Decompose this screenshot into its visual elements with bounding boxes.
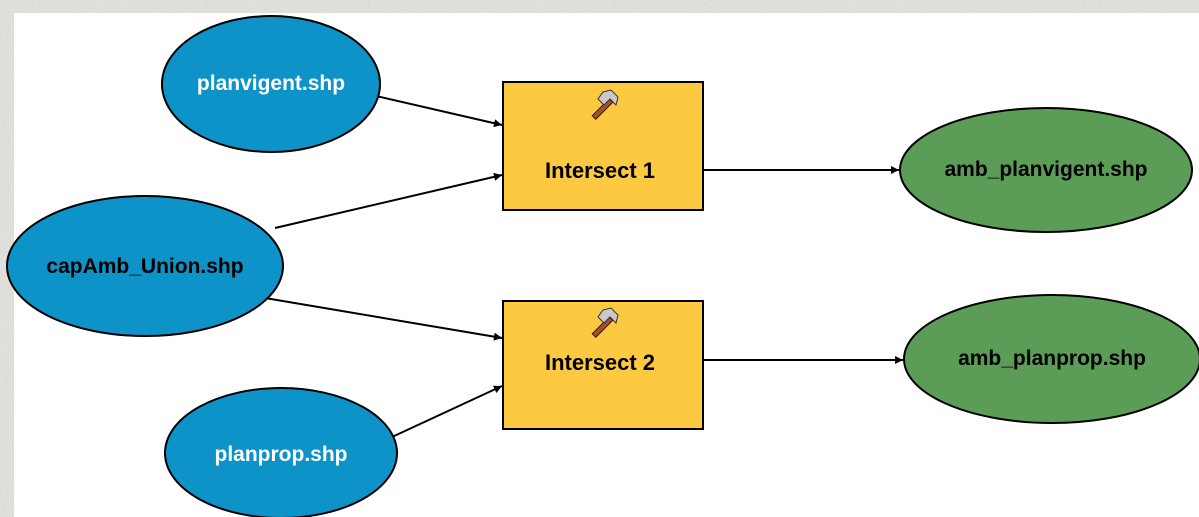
tool-label: Intersect 2 [545, 350, 655, 375]
output-node-amb-planprop[interactable]: amb_planprop.shp [903, 294, 1199, 424]
tool-node-intersect-2[interactable]: Intersect 2 [502, 300, 704, 430]
output-label: amb_planvigent.shp [944, 158, 1147, 181]
hammer-icon [591, 307, 619, 338]
input-node-capamb-union[interactable]: capAmb_Union.shp [6, 195, 284, 337]
hammer-icon [591, 89, 619, 120]
input-label: capAmb_Union.shp [46, 255, 243, 278]
input-oval [164, 387, 398, 517]
input-label: planvigent.shp [197, 72, 345, 95]
output-oval [899, 107, 1193, 233]
tool-label: Intersect 1 [545, 158, 655, 183]
input-node-planprop[interactable]: planprop.shp [164, 387, 398, 517]
connector-capamb-to-intersect2 [264, 297, 503, 341]
input-oval [161, 15, 381, 153]
input-label: planprop.shp [215, 443, 348, 466]
input-node-planvigent[interactable]: planvigent.shp [161, 15, 381, 153]
connector-planprop-to-intersect2 [391, 385, 503, 438]
output-node-amb-planvigent[interactable]: amb_planvigent.shp [899, 107, 1193, 233]
tool-node-intersect-1[interactable]: Intersect 1 [502, 81, 704, 211]
connector-planvigent-to-intersect1 [375, 95, 503, 128]
output-label: amb_planprop.shp [958, 347, 1146, 370]
connector-layer [264, 95, 903, 438]
input-oval [6, 195, 284, 337]
tool-box [502, 300, 704, 430]
connector-capamb-to-intersect1 [274, 172, 503, 229]
output-oval [903, 294, 1199, 424]
